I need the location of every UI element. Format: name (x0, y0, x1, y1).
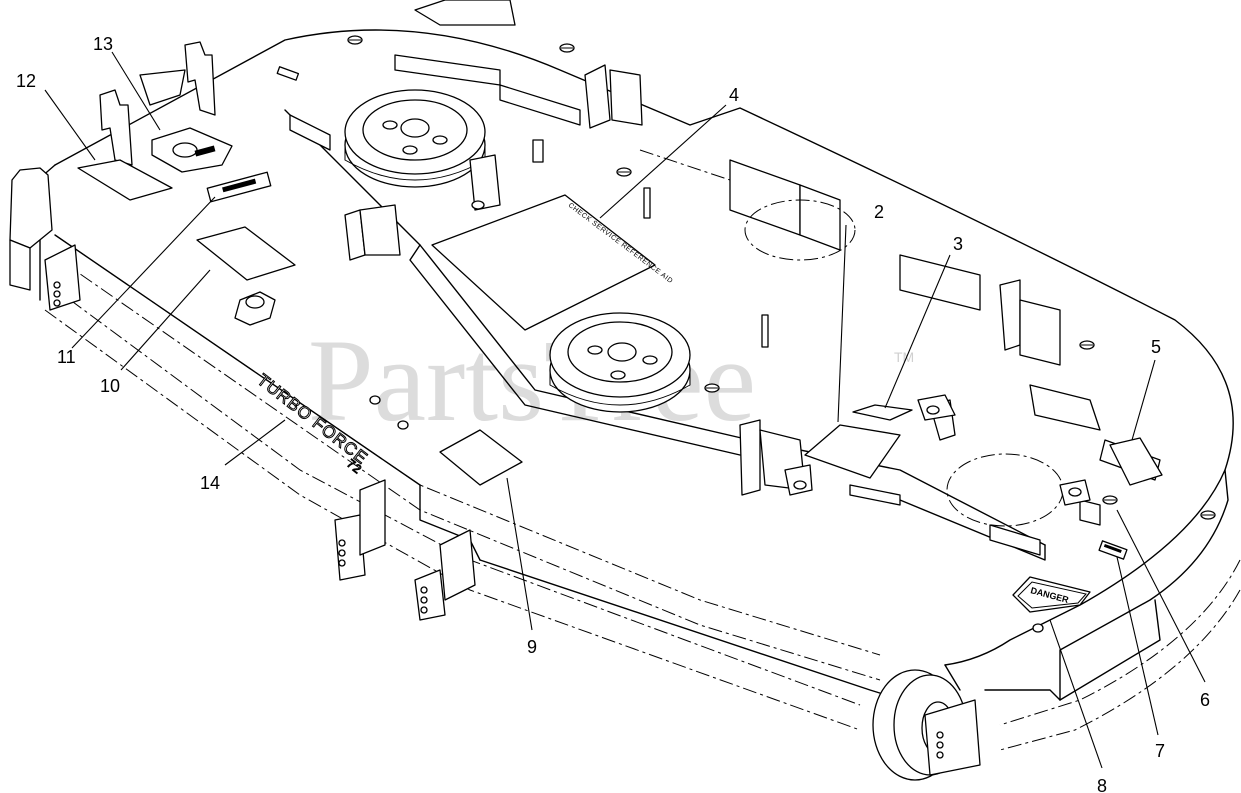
callout-12: 12 (16, 71, 36, 91)
decal-3 (852, 404, 913, 421)
decal-5 (1109, 437, 1163, 486)
decal-8-danger: DANGER (1012, 576, 1091, 613)
front-mount-brackets (9, 41, 476, 621)
callout-14: 14 (200, 473, 220, 493)
decal-9 (439, 429, 523, 486)
decal-2 (804, 424, 901, 479)
decal-12-plate (77, 159, 173, 201)
watermark-trademark: TM (894, 349, 914, 365)
decal-10-square (196, 226, 296, 281)
callout-10: 10 (100, 376, 120, 396)
callout-4: 4 (729, 85, 739, 105)
callout-13: 13 (93, 34, 113, 54)
callout-7: 7 (1155, 741, 1165, 761)
decal-4-service-reference (431, 194, 656, 331)
callout-2: 2 (874, 202, 884, 222)
callout-6: 6 (1200, 690, 1210, 710)
deck-top-brackets (289, 54, 1161, 556)
hardware (234, 35, 1216, 633)
callout-3: 3 (953, 234, 963, 254)
callout-11: 11 (57, 347, 76, 367)
leader-lines (44, 51, 1206, 769)
callout-9: 9 (527, 637, 537, 657)
center-spindle-pulley (549, 312, 691, 413)
callout-5: 5 (1151, 337, 1161, 357)
left-spindle-pulley (344, 89, 486, 188)
caster-wheel (414, 0, 981, 781)
callouts: 2 3 4 5 6 7 8 9 10 11 12 13 14 (16, 34, 1210, 793)
callout-8: 8 (1097, 776, 1107, 793)
